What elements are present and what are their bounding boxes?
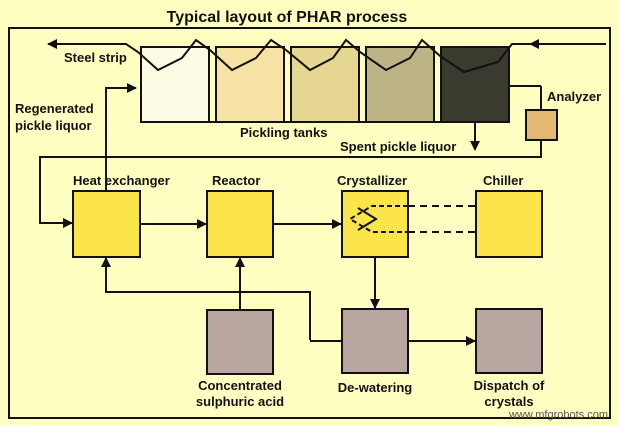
analyzer-label: Analyzer — [547, 89, 601, 104]
pickling-tanks — [140, 46, 510, 123]
steel-strip-line — [47, 38, 606, 74]
pickling-tank-2 — [215, 46, 285, 123]
diagram-title: Typical layout of PHAR process — [167, 9, 408, 26]
dispatch-label-line1: Dispatch of — [474, 378, 545, 393]
heat-exchanger-label: Heat exchanger — [73, 173, 170, 188]
crystallizer-coil-icon — [348, 205, 408, 233]
acid-label-line2: sulphuric acid — [196, 394, 284, 409]
watermark: www.mfgrobots.com — [508, 409, 608, 421]
dewatering-label: De-watering — [338, 380, 412, 395]
reactor-box — [206, 190, 274, 258]
regenerated-label-line1: Regenerated — [15, 101, 94, 116]
steel-strip-label: Steel strip — [64, 50, 127, 65]
crystallizer-box — [341, 190, 409, 258]
chiller-box — [475, 190, 543, 258]
pickling-tanks-label: Pickling tanks — [240, 125, 327, 140]
pickling-tank-1 — [140, 46, 210, 123]
analyzer-box — [525, 109, 558, 141]
dewatering-to-hx-return-line — [101, 257, 311, 340]
dispatch-box — [475, 308, 543, 374]
reactor-label: Reactor — [212, 173, 260, 188]
outer-frame — [8, 27, 611, 419]
dewatering-box — [341, 308, 409, 374]
regenerated-label-line2: pickle liquor — [15, 118, 92, 133]
heat-exchanger-box — [72, 190, 141, 258]
chiller-label: Chiller — [483, 173, 523, 188]
spent-pickle-liquor-label: Spent pickle liquor — [340, 139, 456, 154]
sulphuric-acid-box — [206, 309, 274, 375]
crystallizer-zigzag-icon — [357, 207, 378, 231]
crystallizer-label: Crystallizer — [337, 173, 407, 188]
dispatch-label-line2: crystals — [484, 394, 533, 409]
pickling-tank-5 — [440, 46, 510, 123]
regenerated-liquor-line — [105, 83, 137, 190]
pickling-tank-4 — [365, 46, 435, 123]
spent-liquor-return-line — [39, 140, 542, 228]
pickling-tank-3 — [290, 46, 360, 123]
acid-label-line1: Concentrated — [198, 378, 282, 393]
